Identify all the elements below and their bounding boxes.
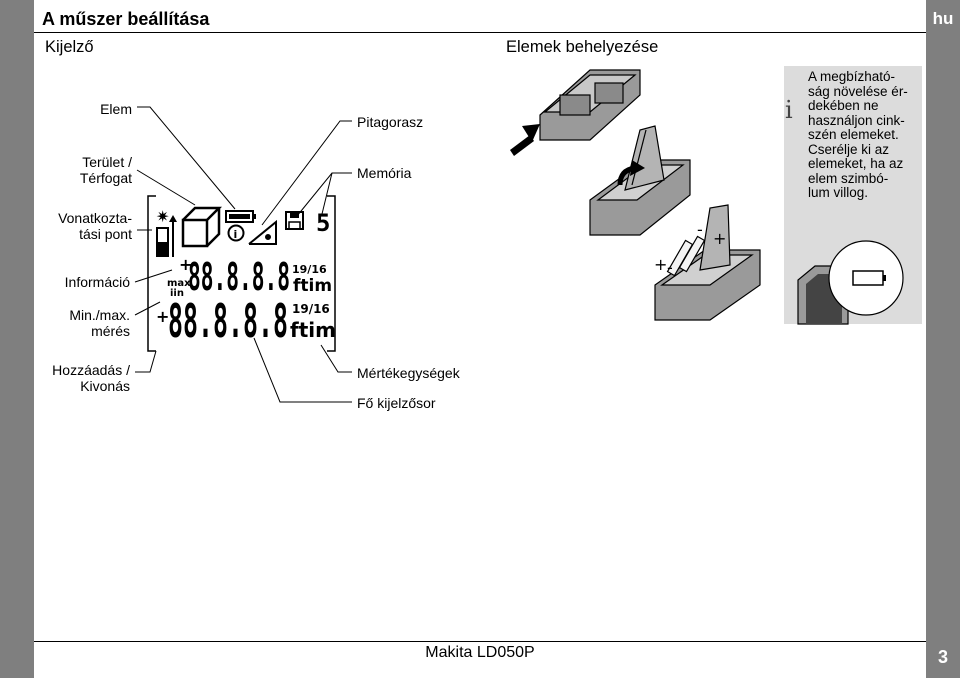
device-back-cover	[539, 69, 641, 141]
lcd-unit-top: ftim	[293, 276, 332, 296]
label-battery: Elem	[100, 101, 132, 117]
device-open-batteries	[654, 204, 761, 321]
page-title: A műszer beállítása	[42, 9, 210, 29]
label-add-subtract: Hozzáadás / Kivonás	[36, 362, 130, 394]
page-number: 3	[937, 646, 948, 667]
info-line: ság növelése ér-	[808, 83, 908, 99]
lcd-plus-top: +	[179, 255, 192, 274]
info-line: lum villog.	[808, 185, 869, 200]
label-area-volume: Terület / Térfogat	[40, 154, 132, 186]
reference-point-icon: ✷	[156, 207, 177, 257]
memory-icon	[285, 211, 304, 230]
label-reference-point: Vonatkozta- tási pont	[36, 210, 132, 242]
label-addsub-line2: Kivonás	[80, 378, 130, 394]
lcd-max: max	[167, 278, 191, 289]
info-line: A megbízható-	[808, 69, 896, 84]
battery-icon	[225, 210, 256, 223]
info-note-icon: i	[785, 96, 793, 124]
left-margin-strip	[0, 0, 34, 678]
section-heading-battery: Elemek behelyezése	[506, 38, 659, 56]
lcd-plus-main: +	[156, 307, 169, 326]
label-minmax-line2: mérés	[91, 323, 130, 339]
label-reference-line1: Vonatkozta-	[58, 210, 132, 226]
memory-digit: 5	[316, 209, 330, 237]
lcd-digits-main: 88.8.8.8	[168, 294, 288, 348]
label-pythagoras: Pitagorasz	[357, 114, 424, 130]
label-area-volume-line1: Terület /	[82, 154, 132, 170]
label-memory: Memória	[357, 165, 412, 181]
label-addsub-line1: Hozzáadás /	[52, 362, 130, 378]
title-divider	[34, 32, 926, 33]
label-reference-line2: tási pont	[79, 226, 132, 242]
info-note-text: A megbízható- ság növelése ér- dekében n…	[808, 69, 920, 201]
svg-text:i: i	[234, 228, 238, 241]
language-tab: hu	[932, 9, 954, 28]
label-minmax-line1: Min./max.	[69, 307, 130, 323]
info-line: használjon cink-	[808, 112, 905, 128]
right-margin-strip	[926, 0, 960, 678]
zoom-circle	[828, 240, 904, 316]
lcd-frac-top: 19/16	[292, 263, 327, 276]
compartment-plus-icon: +	[713, 229, 726, 248]
info-line: Cserélje ki az	[808, 141, 890, 157]
battery-plus-icon: +	[654, 255, 667, 274]
label-area-volume-line2: Térfogat	[79, 170, 132, 186]
lcd-digits-top: 88.8.8.8	[188, 255, 290, 299]
info-line: szén elemeket.	[808, 127, 899, 142]
lcd-frac-main: 19/16	[292, 302, 330, 316]
battery-minus-icon: -	[667, 258, 673, 277]
label-main-line: Fő kijelzősor	[357, 395, 436, 411]
pythagoras-icon	[248, 219, 277, 245]
lcd-min: iin	[170, 288, 184, 299]
device-open-compartment	[589, 125, 691, 236]
info-line: elemeket, ha az	[808, 156, 904, 171]
footer-divider	[34, 641, 926, 642]
info-line: dekében ne	[808, 98, 879, 113]
section-heading-display: Kijelző	[45, 38, 94, 56]
lcd-unit-main: ftim	[290, 318, 336, 342]
info-icon: i	[227, 224, 245, 242]
compartment-minus-icon: -	[697, 220, 703, 239]
arrow-icon	[510, 135, 534, 156]
footer-model: Makita LD050P	[425, 644, 535, 661]
info-line: elem szimbó-	[808, 170, 889, 186]
label-minmax: Min./max. mérés	[40, 307, 130, 339]
label-units: Mértékegységek	[357, 365, 460, 381]
svg-text:✷: ✷	[156, 207, 169, 226]
label-information: Információ	[64, 274, 130, 290]
area-volume-icon	[181, 206, 223, 248]
